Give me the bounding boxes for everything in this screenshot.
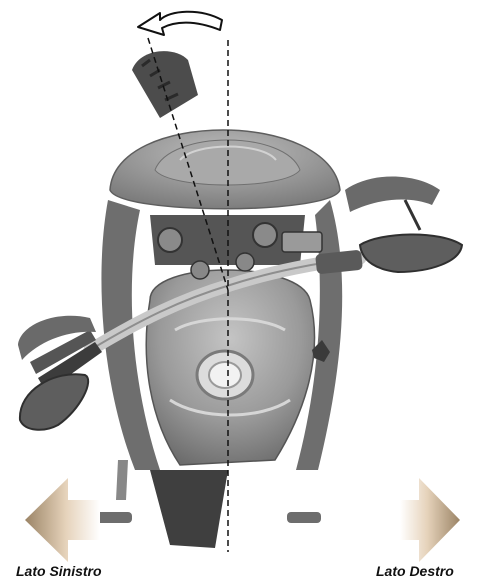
right-side-label: Lato Destro	[376, 563, 454, 579]
front-fairing	[110, 130, 340, 209]
arrow-right-icon	[400, 478, 460, 562]
front-tyre	[132, 51, 198, 118]
curved-arrow-left-icon	[138, 12, 222, 35]
left-side-label: Lato Sinistro	[16, 563, 102, 579]
arrow-left-icon	[25, 478, 100, 562]
rear-tyre	[150, 470, 228, 548]
